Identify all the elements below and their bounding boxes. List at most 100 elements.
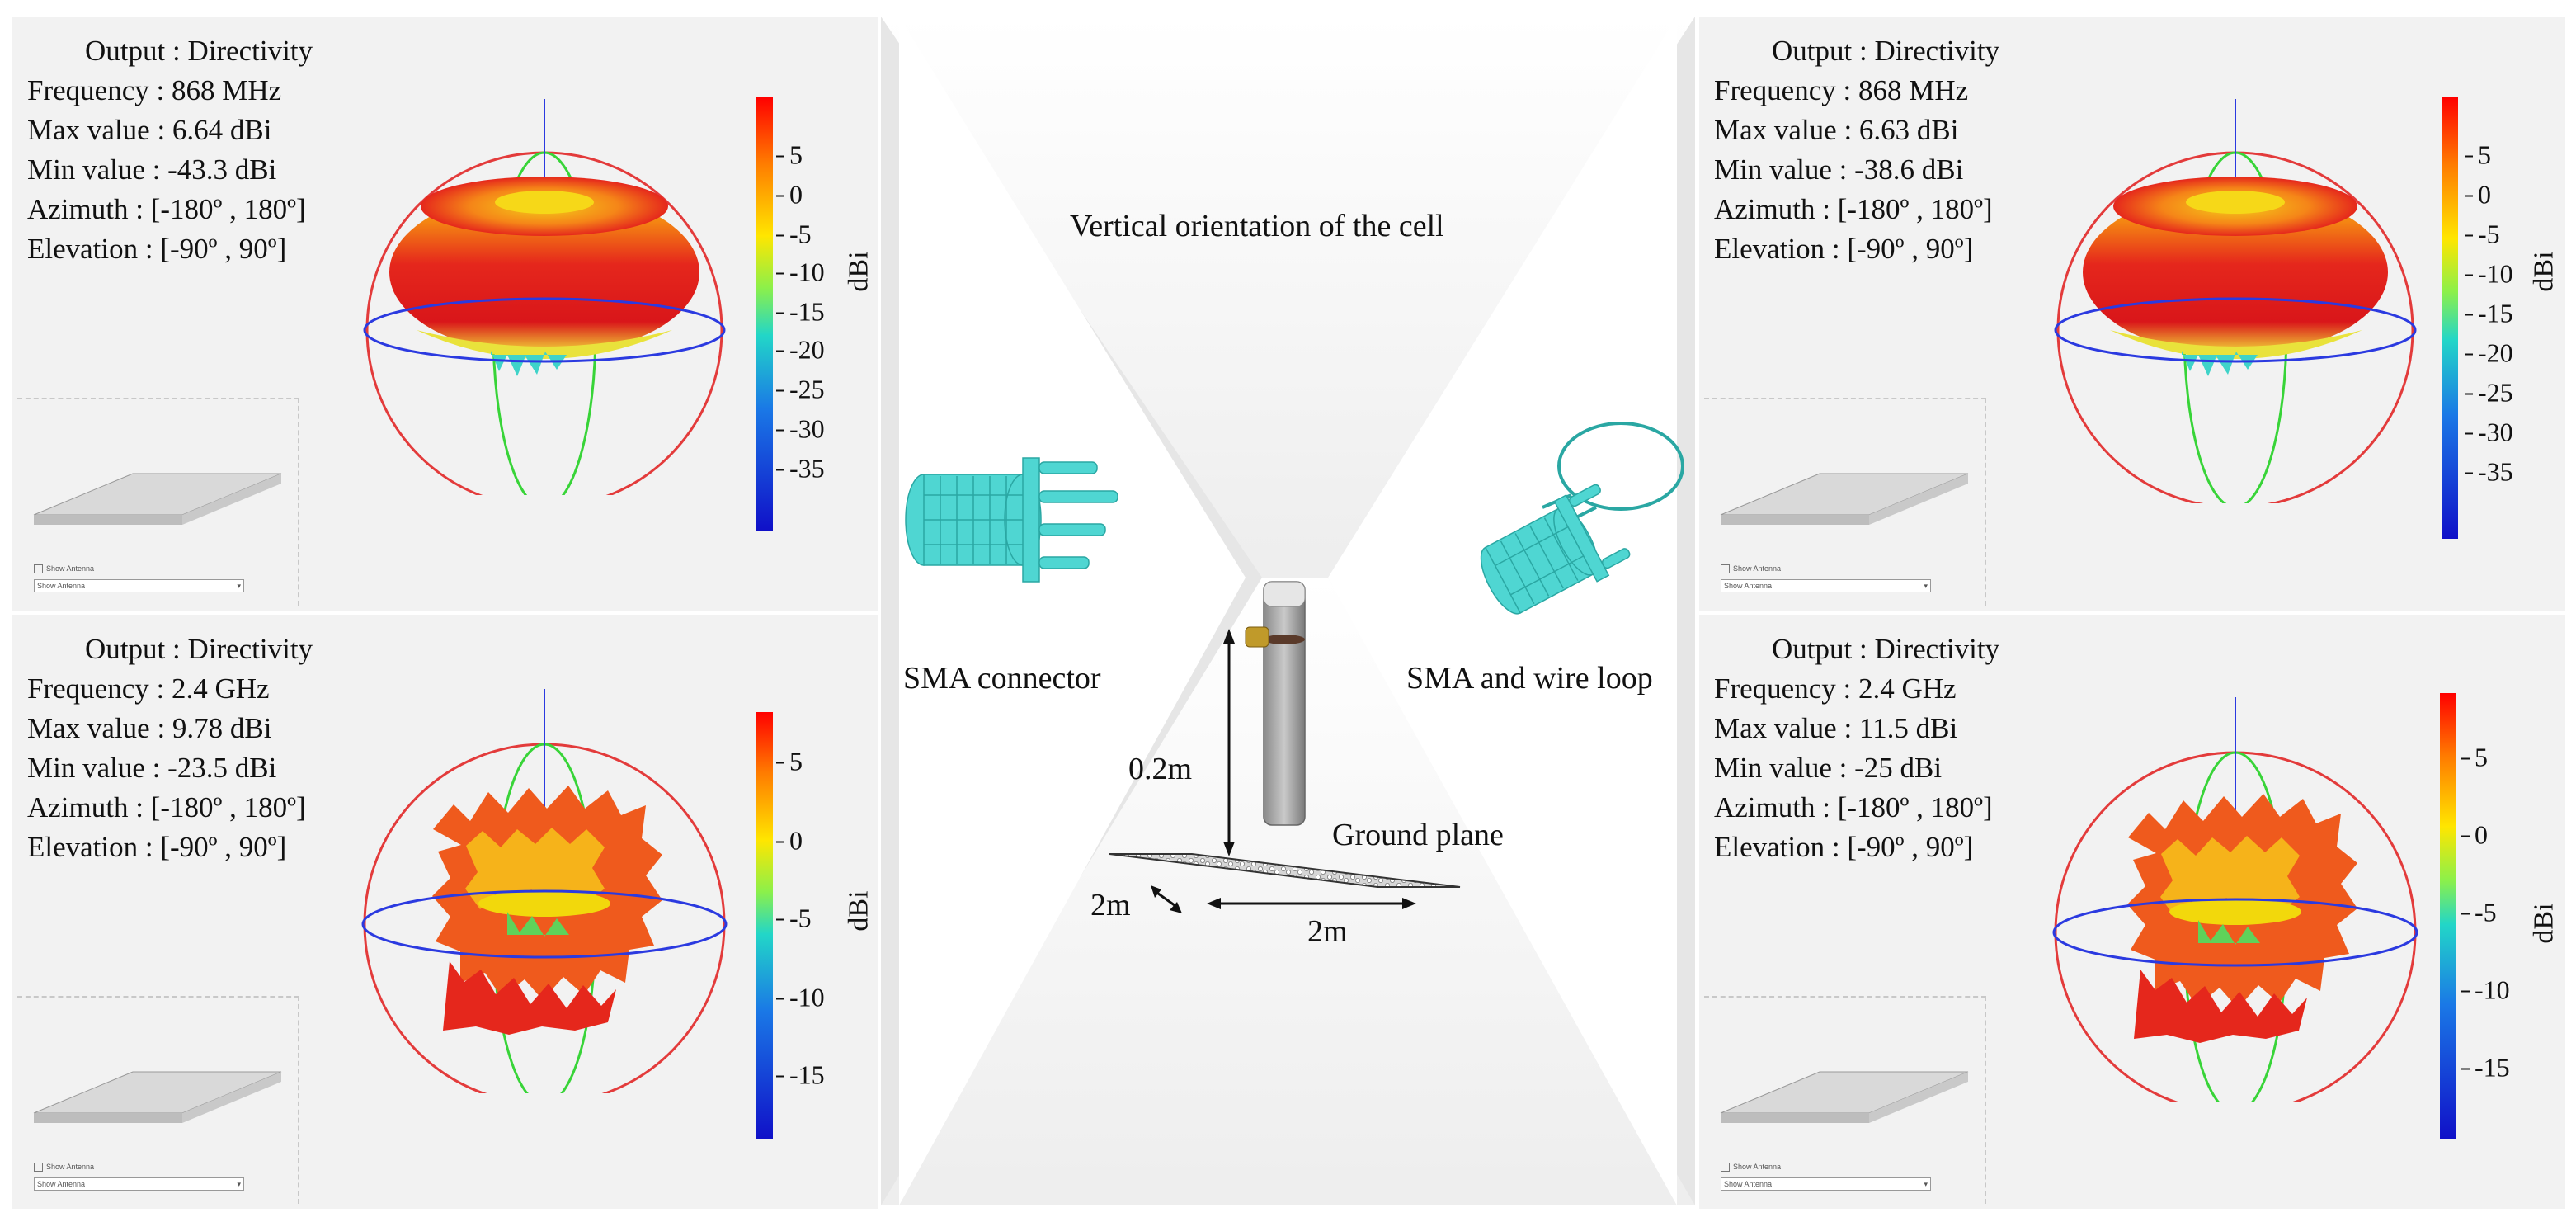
colorbar-tick: 0 (776, 825, 803, 856)
antenna-preview-pane: Show Antenna Show Antenna ▾ (17, 996, 299, 1204)
checkbox-icon (1721, 564, 1730, 574)
select-value: Show Antenna (1724, 582, 1773, 590)
ground-plane-preview (33, 1071, 282, 1123)
colorbar-tick: -20 (776, 334, 825, 365)
show-antenna-checkbox[interactable]: Show Antenna (34, 564, 95, 574)
colorbar-tick: -5 (776, 903, 812, 933)
view-select[interactable]: Show Antenna▾ (1721, 579, 1931, 592)
radiation-pattern-3d (2054, 99, 2417, 503)
select-value: Show Antenna (37, 582, 86, 590)
view-select[interactable]: Show Antenna ▾ (34, 579, 244, 592)
colorbar-tick: -30 (776, 413, 825, 444)
panel-top-right: Output : Directivity Frequency : 868 MHz… (1699, 17, 2565, 611)
select-value: Show Antenna (1724, 1180, 1773, 1188)
view-select[interactable]: Show Antenna ▾ (1721, 1177, 1931, 1191)
height-label: 0.2m (1128, 752, 1193, 786)
show-antenna-checkbox[interactable]: Show Antenna (34, 1163, 94, 1172)
antenna-preview-pane: Show Antenna Show Antenna ▾ (17, 398, 299, 606)
colorbar-tick: -15 (2461, 1052, 2510, 1083)
colorbar-unit: dBi (2528, 903, 2560, 944)
checkbox-label: Show Antenna (1733, 1163, 1782, 1171)
colorbar-tick: -35 (2465, 456, 2513, 487)
pattern-donut (2083, 190, 2388, 355)
checkbox-label: Show Antenna (46, 564, 95, 573)
colorbar-unit: dBi (843, 890, 874, 932)
checkbox-label: Show Antenna (46, 1163, 95, 1171)
min-value-label: Min value : -38.6 dBi (1714, 153, 1964, 186)
colorbar-tick: -5 (2465, 219, 2500, 249)
azimuth-circle-blue (361, 889, 728, 959)
azimuth-circle-blue (2052, 898, 2418, 967)
view-select[interactable]: Show Antenna ▾ (34, 1177, 244, 1191)
colorbar-tick: -35 (776, 453, 825, 484)
select-value: Show Antenna (37, 1180, 86, 1188)
chevron-down-icon: ▾ (237, 582, 241, 590)
radiation-pattern-3d (363, 99, 726, 495)
colorbar (2440, 693, 2456, 1139)
colorbar (2442, 97, 2458, 539)
azimuth-circle-blue (2054, 297, 2417, 363)
radiation-pattern-3d (361, 689, 728, 1093)
colorbar-unit: dBi (2528, 251, 2560, 292)
colorbar-tick: 5 (776, 139, 803, 170)
colorbar-tick: -10 (2461, 974, 2510, 1005)
output-label: Output : Directivity (1772, 633, 2000, 665)
pattern-donut (389, 190, 699, 355)
output-label: Output : Directivity (85, 35, 313, 67)
colorbar-tick: -25 (2465, 377, 2513, 408)
frequency-label: Frequency : 868 MHz (27, 74, 282, 106)
chevron-down-icon: ▾ (237, 1180, 241, 1188)
min-value-label: Min value : -43.3 dBi (27, 153, 277, 186)
colorbar-tick: 0 (2461, 819, 2488, 850)
checkbox-icon (34, 564, 43, 574)
elevation-label: Elevation : [-90º , 90º] (1714, 831, 1974, 863)
azimuth-circle-blue (363, 297, 726, 363)
max-value-label: Max value : 6.64 dBi (27, 114, 272, 146)
checkbox-icon (1721, 1163, 1730, 1172)
output-label: Output : Directivity (1772, 35, 2000, 67)
info-block: Output : Directivity Frequency : 868 MHz… (1714, 31, 1999, 269)
show-antenna-checkbox[interactable]: Show Antenna (1721, 564, 1781, 574)
cell-body (1263, 581, 1306, 826)
colorbar-tick: -20 (2465, 337, 2513, 368)
frequency-label: Frequency : 2.4 GHz (27, 672, 270, 705)
colorbar-tick: -25 (776, 374, 825, 404)
colorbar-tick: 5 (776, 746, 803, 776)
elevation-label: Elevation : [-90º , 90º] (1714, 233, 1974, 265)
sma-wire-loop-mesh (1480, 422, 1684, 615)
sma-connector-mesh (905, 457, 1118, 583)
colorbar-tick: -5 (2461, 897, 2497, 927)
ground-plane-label: Ground plane (1332, 818, 1504, 852)
azimuth-label: Azimuth : [-180º , 180º] (1714, 193, 1993, 225)
colorbar-tick: -15 (776, 296, 825, 327)
max-value-label: Max value : 11.5 dBi (1714, 712, 1958, 744)
ground-plane-preview (1720, 473, 1969, 525)
panel-bottom-left: Output : Directivity Frequency : 2.4 GHz… (12, 615, 878, 1209)
output-label: Output : Directivity (85, 633, 313, 665)
width-label: 2m (1307, 914, 1348, 949)
colorbar-tick: -15 (2465, 298, 2513, 328)
frequency-label: Frequency : 868 MHz (1714, 74, 1969, 106)
checkbox-icon (34, 1163, 43, 1172)
min-value-label: Min value : -23.5 dBi (27, 752, 277, 784)
colorbar-tick: 5 (2465, 139, 2491, 170)
cell-ground-plane-diagram (1109, 581, 1461, 913)
chevron-down-icon: ▾ (1924, 1180, 1928, 1188)
sma-wire-loop-label: SMA and wire loop (1406, 661, 1653, 696)
antenna-preview-pane: Show Antenna Show Antenna ▾ (1704, 996, 1986, 1204)
ground-plane (1109, 853, 1461, 888)
depth-label: 2m (1090, 888, 1131, 922)
elevation-label: Elevation : [-90º , 90º] (27, 233, 287, 265)
azimuth-label: Azimuth : [-180º , 180º] (1714, 791, 1993, 823)
depth-arrow (1154, 889, 1179, 909)
ground-plane-preview (1720, 1071, 1969, 1123)
azimuth-label: Azimuth : [-180º , 180º] (27, 193, 306, 225)
colorbar-tick: -10 (776, 257, 825, 287)
colorbar-tick: 5 (2461, 742, 2488, 772)
info-block: Output : Directivity Frequency : 2.4 GHz… (1714, 630, 1999, 867)
elevation-label: Elevation : [-90º , 90º] (27, 831, 287, 863)
info-block: Output : Directivity Frequency : 2.4 GHz… (27, 630, 313, 867)
panel-bottom-right: Output : Directivity Frequency : 2.4 GHz… (1699, 615, 2565, 1209)
ground-plane-preview (33, 473, 282, 525)
show-antenna-checkbox[interactable]: Show Antenna (1721, 1163, 1781, 1172)
